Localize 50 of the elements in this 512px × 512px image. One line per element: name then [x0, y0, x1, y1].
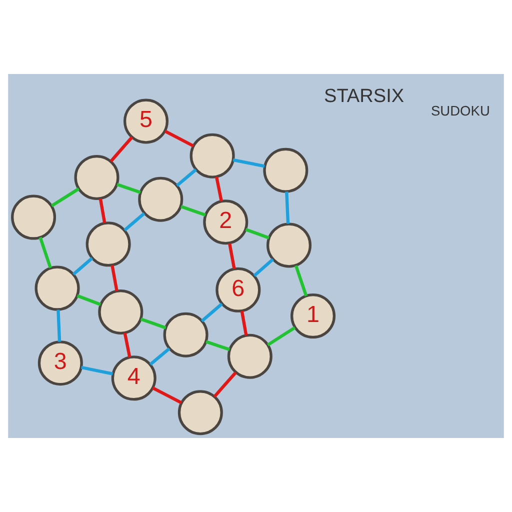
node-circle — [263, 148, 308, 193]
connector — [124, 212, 146, 232]
connector — [152, 386, 182, 404]
connector — [110, 264, 118, 292]
connector — [72, 256, 94, 276]
node-circle: 1 — [290, 294, 336, 339]
connector — [228, 243, 236, 270]
connector — [140, 318, 166, 330]
connector — [76, 294, 102, 306]
node-circle — [266, 222, 312, 268]
connector — [38, 236, 52, 268]
connector — [180, 205, 206, 217]
connector — [176, 168, 197, 187]
node-circle: 6 — [216, 267, 261, 312]
node-circle — [190, 133, 235, 178]
node-circle — [178, 390, 223, 436]
node-circle — [11, 194, 56, 240]
node-circle — [138, 176, 184, 222]
connector — [294, 265, 308, 296]
connector — [116, 182, 141, 194]
node-circle: 4 — [111, 356, 156, 401]
connector — [232, 158, 265, 168]
label: SUDOKU — [431, 103, 490, 118]
connector — [164, 130, 194, 148]
connector — [214, 176, 223, 202]
node-circle — [227, 334, 272, 379]
connector — [123, 332, 132, 358]
node-circle — [74, 154, 120, 200]
connector — [253, 258, 274, 277]
node-circle — [34, 266, 80, 311]
connector — [285, 192, 290, 224]
node-circle: 3 — [38, 340, 83, 386]
connector — [240, 310, 248, 336]
connector — [98, 198, 106, 224]
node-circle — [86, 222, 131, 267]
connector — [80, 366, 114, 376]
connector — [213, 372, 237, 398]
connector — [206, 340, 230, 352]
node-circle — [98, 289, 144, 334]
connector — [266, 326, 296, 346]
node-circle — [163, 312, 208, 358]
label: STARSIX — [324, 86, 404, 107]
connector — [200, 302, 223, 322]
connector — [149, 347, 170, 366]
connector — [110, 136, 134, 162]
node-circle: 5 — [124, 98, 169, 144]
node-circle: 2 — [203, 200, 248, 245]
connector — [56, 310, 62, 342]
connector — [50, 187, 80, 208]
connector — [245, 228, 270, 240]
